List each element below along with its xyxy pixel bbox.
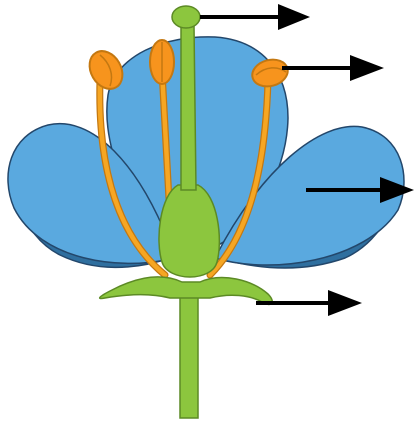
- right-arrow-icon: [350, 55, 384, 81]
- stigma-arrow: [200, 4, 310, 30]
- sepal-arrow: [256, 290, 362, 316]
- style: [181, 25, 196, 190]
- right-arrow-icon: [328, 290, 362, 316]
- stigma: [172, 6, 200, 28]
- ovary: [159, 185, 219, 277]
- right-arrow-icon: [278, 4, 310, 30]
- anther-arrow: [282, 55, 384, 81]
- middle-anther: [150, 40, 174, 84]
- stem: [180, 285, 198, 418]
